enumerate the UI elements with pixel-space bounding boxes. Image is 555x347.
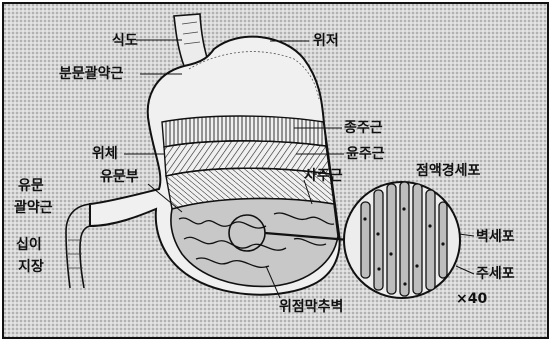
label-cardiac-sphincter: 분문괄약근	[59, 67, 123, 81]
label-parietal-cells: 벽세포	[476, 230, 515, 244]
label-pyloric-sphincter-line1: 유문	[18, 179, 44, 193]
label-duodenum-line2: 지장	[18, 260, 44, 274]
label-magnification: ×40	[456, 292, 487, 306]
label-duodenum-line1: 십이	[16, 238, 42, 252]
label-gastric-mucosa-fold: 위점막추벽	[279, 300, 343, 314]
label-circular-muscle: 윤주근	[346, 147, 385, 161]
label-esophagus: 식도	[112, 34, 138, 48]
label-longitudinal-muscle: 종주근	[344, 121, 383, 135]
label-mucous-neck-cells: 점액경세포	[416, 164, 480, 178]
label-chief-cells: 주세포	[476, 267, 515, 281]
label-pylorus: 유문부	[100, 170, 139, 184]
diagram-frame: 식도 위저 분문괄약근 종주근 위체 윤주근 유문부 사주근 점액경세포 유문 …	[2, 2, 549, 339]
magnified-gland-view	[344, 182, 460, 298]
label-oblique-muscle: 사주근	[304, 169, 343, 183]
label-fundus: 위저	[313, 34, 339, 48]
label-body: 위체	[92, 147, 118, 161]
label-pyloric-sphincter-line2: 괄약근	[14, 201, 53, 215]
pylorus-duodenum-shape	[66, 204, 90, 288]
